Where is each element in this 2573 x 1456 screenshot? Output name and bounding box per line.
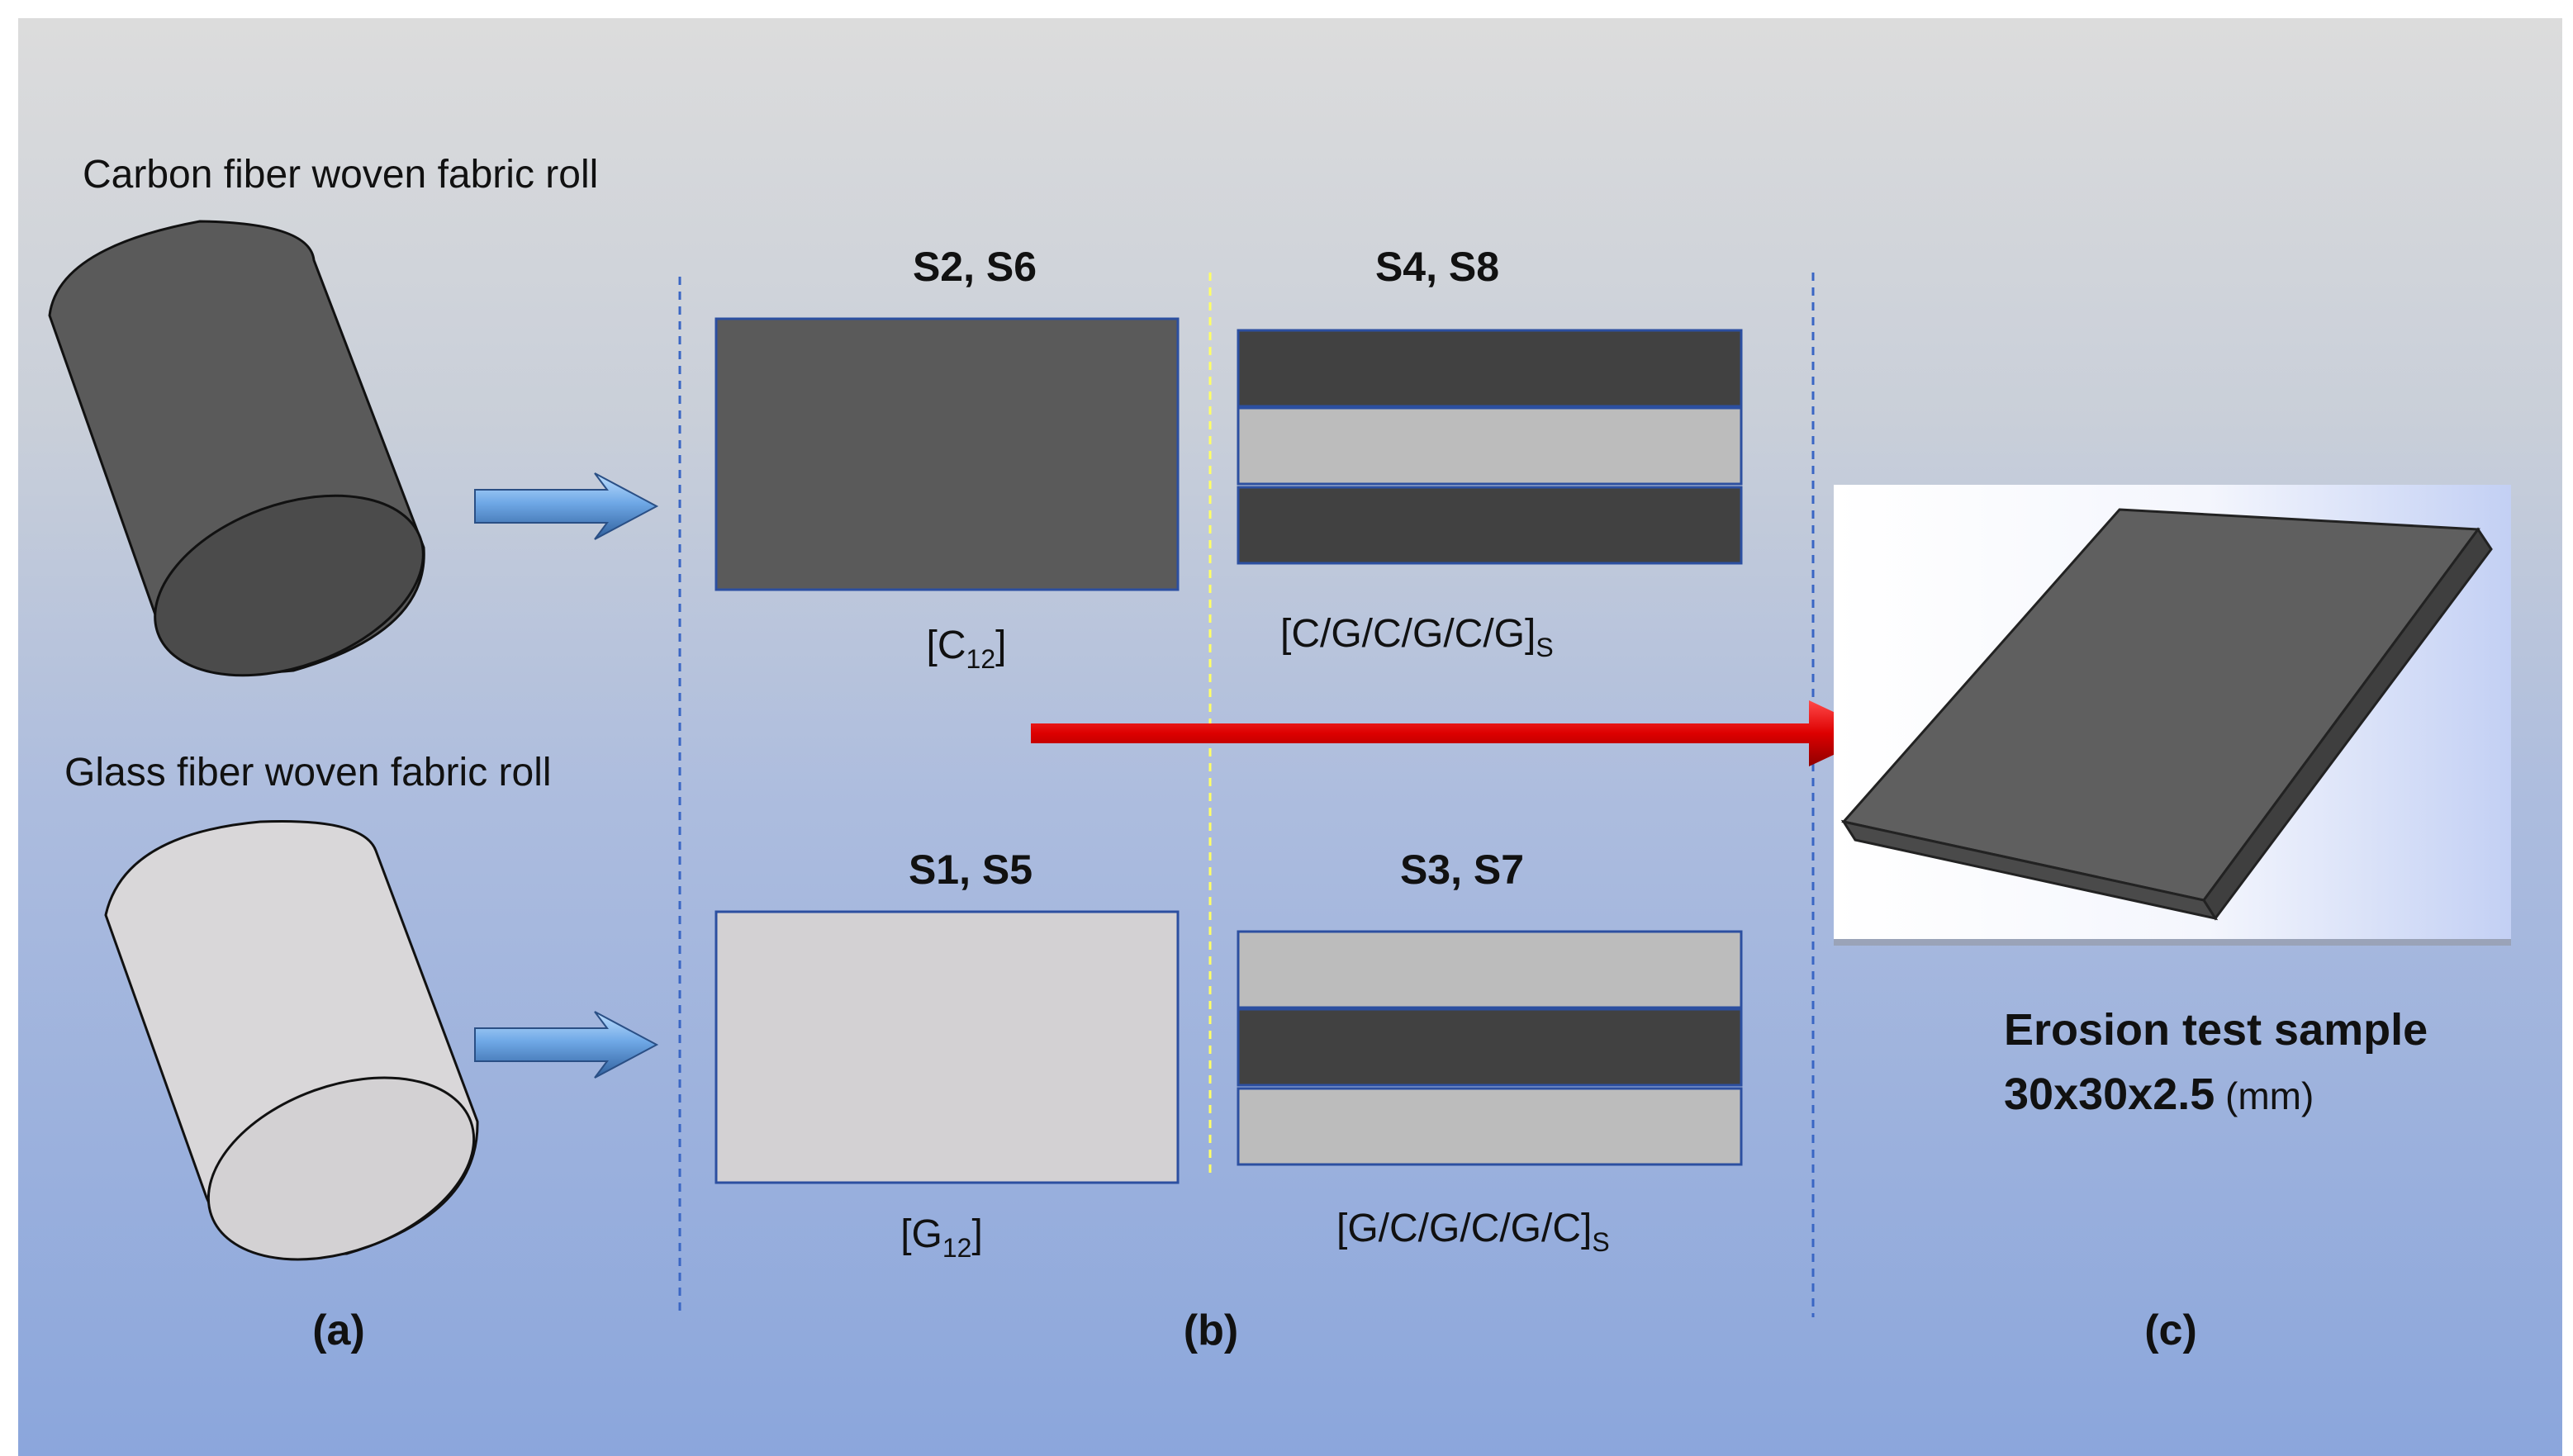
carbon-roll-label: Carbon fiber woven fabric roll	[83, 153, 598, 197]
layer-glass	[1237, 406, 1743, 486]
layup-code-g12: [G12]	[900, 1212, 983, 1263]
blue-arrow-carbon	[474, 472, 659, 540]
panel-label-b: (b)	[1184, 1307, 1238, 1354]
layer-carbon	[1237, 486, 1743, 565]
laminate-glass-g12	[714, 910, 1180, 1184]
layer-carbon	[1237, 329, 1743, 408]
sample-title-s2-s6: S2, S6	[913, 244, 1037, 290]
panel-label-a: (a)	[312, 1307, 365, 1354]
erosion-sample-image	[1834, 485, 2511, 946]
glass-roll-label: Glass fiber woven fabric roll	[64, 751, 552, 794]
layup-code-c12: [C12]	[927, 624, 1007, 674]
sample-title-s3-s7: S3, S7	[1400, 847, 1524, 893]
sample-caption-title: Erosion test sample	[2004, 1005, 2428, 1055]
layer-glass	[1237, 930, 1743, 1009]
laminate-hybrid-gcgcgc	[1237, 930, 1743, 1166]
red-arrow	[1031, 700, 1879, 766]
laminate-hybrid-cgcgcg	[1237, 329, 1743, 565]
layup-code-gcgcgc-s: [G/C/G/C/G/C]S	[1336, 1207, 1610, 1257]
sample-title-s4-s8: S4, S8	[1375, 244, 1499, 290]
layup-code-cgcgcg-s: [C/G/C/G/C/G]S	[1280, 612, 1554, 662]
laminate-carbon-c12	[714, 317, 1180, 591]
carbon-roll	[48, 220, 425, 677]
blue-arrow-glass	[474, 1011, 659, 1079]
sample-caption-dimensions: 30x30x2.5 (mm)	[2004, 1069, 2314, 1119]
sample-title-s1-s5: S1, S5	[909, 847, 1033, 893]
glass-roll	[104, 819, 479, 1261]
layer-glass	[1237, 1087, 1743, 1166]
layer-carbon	[1237, 1008, 1743, 1087]
panel-label-c: (c)	[2144, 1307, 2197, 1354]
